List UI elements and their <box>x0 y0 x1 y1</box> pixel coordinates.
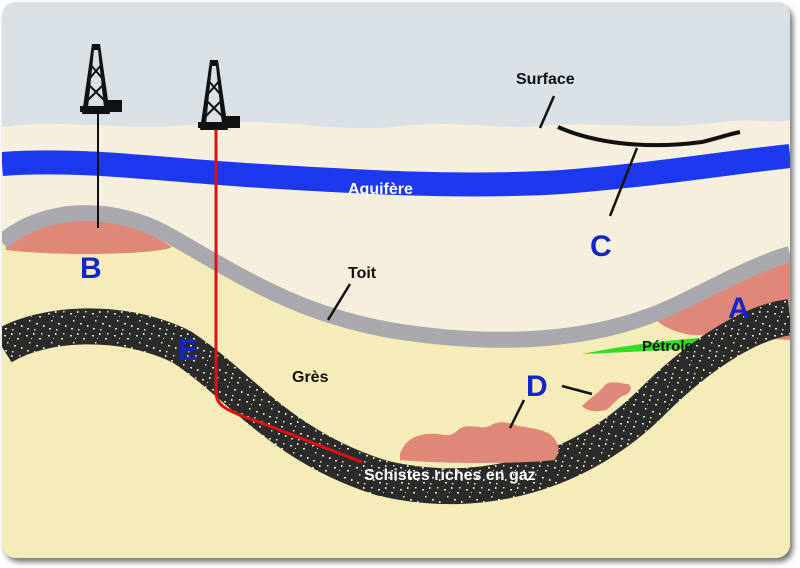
sandstone-label: Grès <box>292 369 329 386</box>
d-leader-line-2 <box>561 384 593 396</box>
c-leader-line <box>608 147 639 217</box>
oil-label: Pétrole <box>642 338 693 355</box>
letter-d: D <box>526 370 548 403</box>
surface-leader-line <box>538 95 556 129</box>
shale-band <box>2 299 790 505</box>
surface-contamination-c <box>557 125 741 148</box>
aquifer-band <box>2 144 790 197</box>
letter-b: B <box>80 252 102 285</box>
aquifer-label: Aquifère <box>348 181 413 198</box>
cap-rock-band <box>2 205 790 348</box>
letter-a: A <box>728 292 750 325</box>
shale-label: Schistes riches en gaz <box>364 467 536 484</box>
gas-pocket-d-small <box>582 382 631 412</box>
drilling-rig-1 <box>80 44 122 114</box>
geology-diagram: Surface Aquifère Toit Grès Pétrole Schis… <box>2 2 790 558</box>
letter-e: E <box>178 334 198 367</box>
well-e-pipe <box>214 128 363 464</box>
drilling-rig-2 <box>198 60 240 130</box>
roof-leader-line <box>326 283 352 321</box>
diagram-frame: Surface Aquifère Toit Grès Pétrole Schis… <box>2 2 790 558</box>
sandstone-layer <box>2 213 790 558</box>
roof-label: Toit <box>348 265 377 282</box>
surface-label: Surface <box>516 71 575 88</box>
d-leader-line <box>508 399 526 429</box>
letter-c: C <box>590 230 612 263</box>
gas-pocket-d-large <box>400 422 559 463</box>
